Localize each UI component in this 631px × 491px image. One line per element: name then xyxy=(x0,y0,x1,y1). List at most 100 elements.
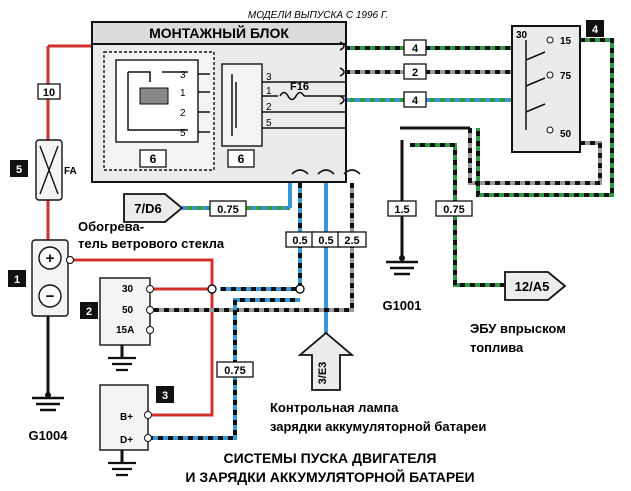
ignition-relay: 30 15 75 50 4 xyxy=(511,20,604,153)
generator-body xyxy=(99,384,149,451)
caption-ecu-line2: топлива xyxy=(470,340,524,355)
connector-12a5: 12/A5 xyxy=(504,271,567,301)
fuse-pin-2: 2 xyxy=(266,102,272,113)
connector-7d6-label: 7/D6 xyxy=(134,201,161,216)
generator: B+ D+ 3 xyxy=(99,384,174,451)
mounting-block: МОНТАЖНЫЙ БЛОК 3 1 2 5 6 3 1 xyxy=(91,21,361,183)
wire-size-labels: 10 4 2 4 0.75 0.5 0.5 2.5 1.5 0.75 0.75 xyxy=(37,39,473,378)
relay-pin-5: 5 xyxy=(180,128,186,139)
wire-size-7d6: 0.75 xyxy=(217,204,238,216)
fuse-unit-icon xyxy=(231,74,237,136)
starter-pin-30: 30 xyxy=(122,284,134,295)
caption-ecu-line1: ЭБУ впрыском xyxy=(470,321,566,336)
ground-g1004: G1004 xyxy=(28,392,68,443)
caption-lamp-line2: зарядки аккумуляторной батареи xyxy=(270,419,486,434)
wire-size-block-out-3: 2.5 xyxy=(344,235,359,247)
fuse-link-icon xyxy=(39,145,59,195)
header-caption: МОДЕЛИ ВЫПУСКА С 1996 Г. xyxy=(248,10,388,21)
wire-size-12a5: 0.75 xyxy=(443,204,464,216)
battery-plus: + xyxy=(46,250,55,267)
connector-12a5-arrow-icon xyxy=(504,271,567,301)
caption-heater-line2: тель ветрового стекла xyxy=(78,236,225,251)
wire-relay-15 xyxy=(476,38,614,197)
fuse-link: FA 5 xyxy=(10,139,77,201)
relay-pin-30: 30 xyxy=(516,30,528,41)
captions: Обогрева- тель ветрового стекла ЭБУ впры… xyxy=(78,219,566,485)
footer-title-line2: И ЗАРЯДКИ АККУМУЛЯТОРНОЙ БАТАРЕИ xyxy=(185,468,474,485)
block-right-terminals xyxy=(339,41,345,105)
fuse-unit-label: 6 xyxy=(238,152,245,166)
starter-number-box xyxy=(80,302,98,319)
ignition-relay-body xyxy=(511,25,581,153)
relay-unit-label-box xyxy=(139,149,167,168)
fuse-link-number-box xyxy=(10,160,28,177)
caption-heater-line1: Обогрева- xyxy=(78,219,144,234)
battery-number: 1 xyxy=(14,274,20,286)
caption-lamp-line1: Контрольная лампа xyxy=(270,400,399,415)
starter: 30 50 15A 2 xyxy=(80,277,154,346)
ground-g1001: G1001 xyxy=(382,255,422,313)
fuse-pin-5: 5 xyxy=(266,118,272,129)
wire-size-relay-low: 4 xyxy=(412,95,419,107)
starter-pin-50: 50 xyxy=(122,305,134,316)
fuse-pin-1: 1 xyxy=(266,86,272,97)
generator-number: 3 xyxy=(162,390,168,402)
wire-block-out-3 xyxy=(150,183,354,312)
battery-number-box xyxy=(8,270,26,287)
ignition-relay-number-box xyxy=(586,20,604,37)
connector-3e3-label: 3/E3 xyxy=(317,362,329,385)
ignition-relay-number: 4 xyxy=(592,24,599,36)
relay-unit-pins: 3 1 2 5 xyxy=(180,70,210,139)
ground-g1001-label: G1001 xyxy=(382,298,421,313)
splice-points xyxy=(66,256,305,294)
starter-number: 2 xyxy=(86,306,92,318)
fuse-unit-label-box xyxy=(227,149,255,168)
wires xyxy=(46,38,614,462)
wire-size-g1001: 1.5 xyxy=(394,204,409,216)
wire-starter-feed xyxy=(70,258,214,417)
ground-generator xyxy=(108,461,136,477)
block-bottom-terminals xyxy=(291,169,361,175)
relay-contact-icon xyxy=(127,71,188,131)
fuse-link-number: 5 xyxy=(16,164,22,176)
wire-size-generator-d: 0.75 xyxy=(224,365,245,377)
battery-minus: − xyxy=(46,288,55,305)
wire-size-block-out-1: 0.5 xyxy=(292,235,307,247)
wire-size-block-out-2: 0.5 xyxy=(318,235,333,247)
connector-3e3-arrow-icon xyxy=(297,331,355,391)
connector-12a5-label: 12/A5 xyxy=(515,279,550,294)
generator-number-box xyxy=(156,386,174,403)
fuse-link-label: FA xyxy=(64,166,77,177)
fuse-pin-3: 3 xyxy=(266,72,272,83)
starter-pin-15a: 15A xyxy=(116,325,134,336)
relay-pin-75: 75 xyxy=(560,71,572,82)
wire-relay-50 xyxy=(468,128,602,185)
generator-pin-b: B+ xyxy=(120,412,133,423)
relay-pin-15: 15 xyxy=(560,36,572,47)
relay-unit-label: 6 xyxy=(150,152,157,166)
wire-size-relay-mid: 2 xyxy=(412,67,418,79)
connector-7d6: 7/D6 xyxy=(123,193,184,223)
fuse-unit-pins: 3 1 2 5 F16 xyxy=(262,72,345,129)
fuse-f16-icon xyxy=(279,91,305,101)
connector-3e3: 3/E3 xyxy=(297,331,355,391)
wire-size-relay-top: 4 xyxy=(412,43,419,55)
battery: + − 1 xyxy=(8,239,74,317)
starter-body xyxy=(99,277,151,346)
fuse-f16-label: F16 xyxy=(290,81,309,93)
mounting-block-title: МОНТАЖНЫЙ БЛОК xyxy=(149,24,289,41)
ground-g1004-label: G1004 xyxy=(28,428,68,443)
ground-starter xyxy=(108,356,136,372)
relay-pin-3: 3 xyxy=(180,70,186,81)
generator-pin-d: D+ xyxy=(120,435,133,446)
fuse-unit xyxy=(221,63,263,147)
ignition-switch-icon xyxy=(525,40,546,130)
relay-coil-icon xyxy=(139,87,169,105)
wire-size-battery-feed: 10 xyxy=(43,87,55,99)
relay-pin-2: 2 xyxy=(180,108,186,119)
connector-7d6-arrow-icon xyxy=(123,193,184,223)
relay-pin-1: 1 xyxy=(180,88,186,99)
relay-pin-50: 50 xyxy=(560,129,572,140)
footer-title-line1: СИСТЕМЫ ПУСКА ДВИГАТЕЛЯ xyxy=(224,450,437,466)
